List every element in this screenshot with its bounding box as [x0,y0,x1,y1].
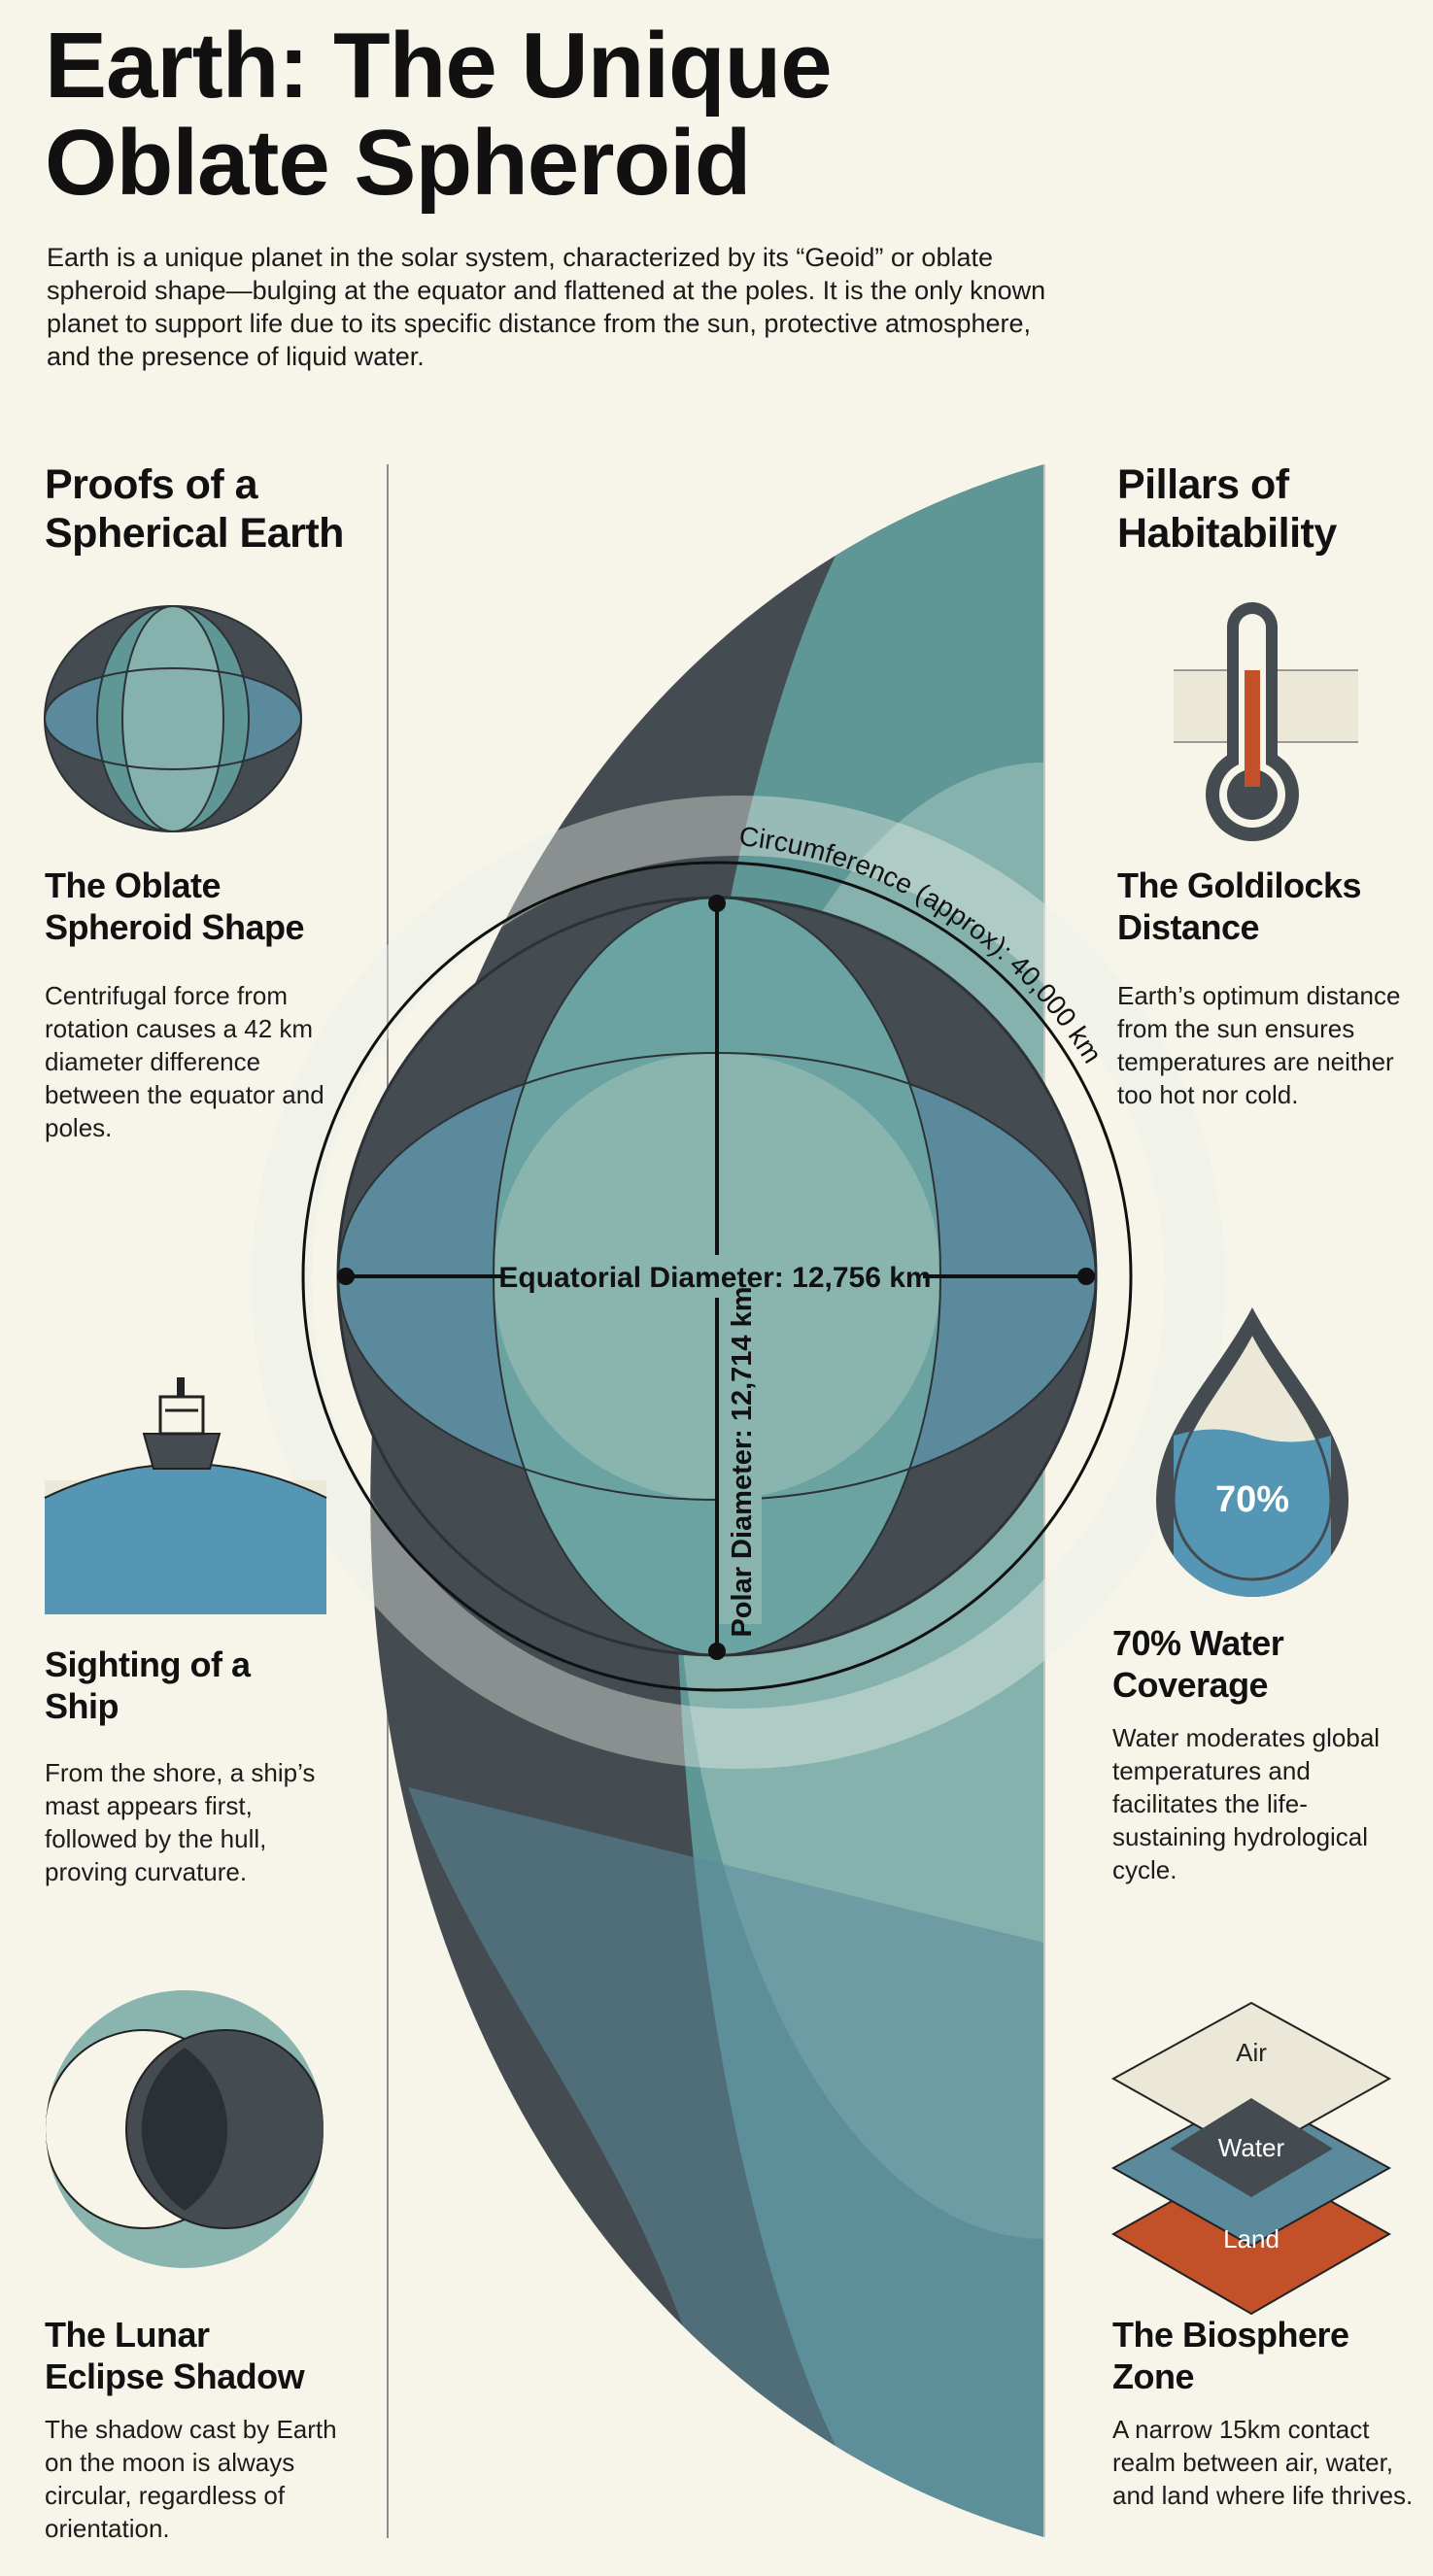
layer-label-water: Water [1218,2133,1285,2162]
proof-ship-body: From the shore, a ship’s mast appears fi… [45,1758,316,1886]
proofs-heading: Proofs of a Spherical Earth [45,460,344,558]
eclipse-icon [46,1990,324,2268]
pillars-heading-line-2: Habitability [1117,510,1337,557]
ship-icon [44,1377,327,1614]
circumference-band [252,796,1225,1769]
thermometer-icon [1174,602,1358,841]
equatorial-diameter-label: Equatorial Diameter: 12,756 km [498,1262,931,1294]
proof-oblate-title: The Oblate Spheroid Shape [45,864,305,948]
proof-ship-title: Sighting of a Ship [45,1644,251,1727]
title-line-2: Oblate Spheroid [45,111,751,215]
globe-icon [44,605,302,832]
proofs-heading-line-1: Proofs of a [45,461,258,508]
intro-paragraph: Earth is a unique planet in the solar sy… [47,243,1046,371]
proof-ship-title-line-1: Sighting of a [45,1644,251,1684]
pillar-goldilocks-title: The Goldilocks Distance [1117,864,1362,948]
title-line-1: Earth: The Unique [45,14,833,118]
layer-label-land: Land [1223,2224,1279,2254]
proof-eclipse-title-line-2: Eclipse Shadow [45,2356,305,2396]
pillar-biosphere-title-line-2: Zone [1112,2356,1194,2396]
pillar-goldilocks-title-line-1: The Goldilocks [1117,865,1362,905]
pillar-biosphere-title-line-1: The Biosphere [1112,2315,1349,2355]
pillar-goldilocks-body: Earth’s optimum distance from the sun en… [1117,981,1401,1109]
pillars-heading: Pillars of Habitability [1117,460,1337,558]
layers-icon: Air Water Land [1110,2001,1392,2316]
pillar-goldilocks-title-line-2: Distance [1117,907,1260,947]
pillar-water-title: 70% Water Coverage [1112,1622,1284,1706]
polar-diameter-label: Polar Diameter: 12,714 km [727,1286,758,1637]
pillar-water-body: Water moderates global temperatures and … [1112,1723,1381,1884]
proof-eclipse-body: The shadow cast by Earth on the moon is … [45,2415,337,2543]
circumference-outline [301,861,1133,1692]
layer-label-air: Air [1236,2038,1267,2067]
pillar-biosphere-body: A narrow 15km contact realm between air,… [1112,2415,1414,2510]
proof-oblate-body: Centrifugal force from rotation causes a… [45,981,324,1142]
page-title: Earth: The Unique Oblate Spheroid [45,17,1113,212]
proof-eclipse-title-line-1: The Lunar [45,2315,210,2355]
proof-ship-title-line-2: Ship [45,1686,119,1726]
proofs-heading-line-2: Spherical Earth [45,510,344,557]
pillars-heading-line-1: Pillars of [1117,461,1289,508]
proof-oblate-title-line-1: The Oblate [45,865,222,905]
water-drop-icon: 70% [1156,1307,1348,1597]
pillar-water-title-line-2: Coverage [1112,1665,1269,1705]
pillar-water-title-line-1: 70% Water [1112,1623,1284,1663]
pillar-biosphere-title: The Biosphere Zone [1112,2314,1349,2397]
proof-eclipse-title: The Lunar Eclipse Shadow [45,2314,305,2397]
proof-oblate-title-line-2: Spheroid Shape [45,907,305,947]
water-coverage-badge: 70% [1215,1479,1289,1520]
